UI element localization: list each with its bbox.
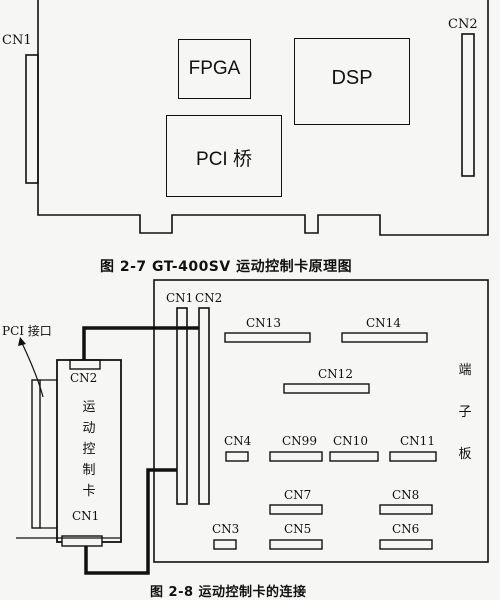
- pci-slot: [31, 379, 41, 529]
- card-outline: [37, 0, 489, 236]
- cn13-connector: [224, 332, 311, 343]
- cn7-label: CN7: [284, 488, 312, 502]
- card-cn1-label: CN1: [72, 509, 100, 523]
- fig1-cn1-connector: [25, 54, 39, 184]
- cn6-label: CN6: [392, 522, 420, 536]
- card-cn2-connector: [69, 359, 101, 370]
- pci-port-label: PCI 接口: [2, 324, 52, 338]
- fig2-caption: 图 2-8 运动控制卡的连接: [150, 585, 307, 600]
- board-cn2-connector: [198, 307, 210, 505]
- card-char: 运: [82, 400, 96, 415]
- cn8-label: CN8: [392, 488, 420, 502]
- cn12-label: CN12: [318, 367, 353, 381]
- cn14-label: CN14: [366, 316, 401, 330]
- cn14-connector: [341, 332, 428, 343]
- cn12-connector: [283, 383, 370, 394]
- terminal-board-outline: [153, 279, 489, 563]
- card-cn1-connector: [61, 535, 103, 547]
- card-char: 制: [82, 463, 96, 478]
- board-cn1-connector: [176, 307, 188, 505]
- fig1-caption: 图 2-7 GT-400SV 运动控制卡原理图: [100, 259, 353, 275]
- cn3-connector: [213, 539, 237, 550]
- cn7-connector: [269, 504, 323, 515]
- card-char: 控: [82, 442, 96, 457]
- fpga-block: FPGA: [178, 39, 251, 99]
- terminal-char: 端: [458, 363, 472, 378]
- pci-bridge-label: PCI 桥: [196, 149, 252, 170]
- card-vertical-text: 运 动 控 制 卡: [79, 397, 99, 502]
- board-cn2-label: CN2: [195, 291, 223, 305]
- pci-bridge-block: PCI 桥: [166, 115, 282, 197]
- fig1-cn2-label: CN2: [448, 17, 478, 32]
- card-char: 动: [82, 421, 96, 436]
- cn8-connector: [379, 504, 433, 515]
- fig1-cn1-label: CN1: [2, 33, 32, 48]
- dsp-label: DSP: [331, 67, 373, 89]
- cn4-connector: [225, 451, 249, 462]
- cn4-label: CN4: [224, 434, 252, 448]
- terminal-char: 子: [458, 405, 472, 420]
- cable-cn1: [84, 468, 177, 575]
- cn99-label: CN99: [282, 434, 317, 448]
- cn5-connector: [269, 539, 323, 550]
- cn10-label: CN10: [333, 434, 368, 448]
- cn10-connector: [329, 451, 379, 462]
- cn11-label: CN11: [400, 434, 435, 448]
- cn6-connector: [379, 539, 433, 550]
- cn99-connector: [269, 451, 323, 462]
- fig1-cn2-connector: [461, 33, 475, 177]
- pci-arrow-head: [18, 337, 26, 346]
- pci-arrow: [21, 342, 44, 398]
- dsp-block: DSP: [294, 38, 410, 125]
- board-cn1-label: CN1: [166, 291, 194, 305]
- cn11-connector: [389, 451, 437, 462]
- card-cn2-label: CN2: [70, 371, 98, 385]
- cn13-label: CN13: [246, 316, 281, 330]
- terminal-char: 板: [458, 447, 472, 462]
- cn3-label: CN3: [212, 522, 240, 536]
- cable-cn2: [82, 326, 199, 360]
- terminal-board-vertical-text: 端 子 板: [455, 350, 475, 476]
- fpga-label: FPGA: [188, 58, 241, 79]
- card-char: 卡: [82, 484, 96, 499]
- cn5-label: CN5: [284, 522, 312, 536]
